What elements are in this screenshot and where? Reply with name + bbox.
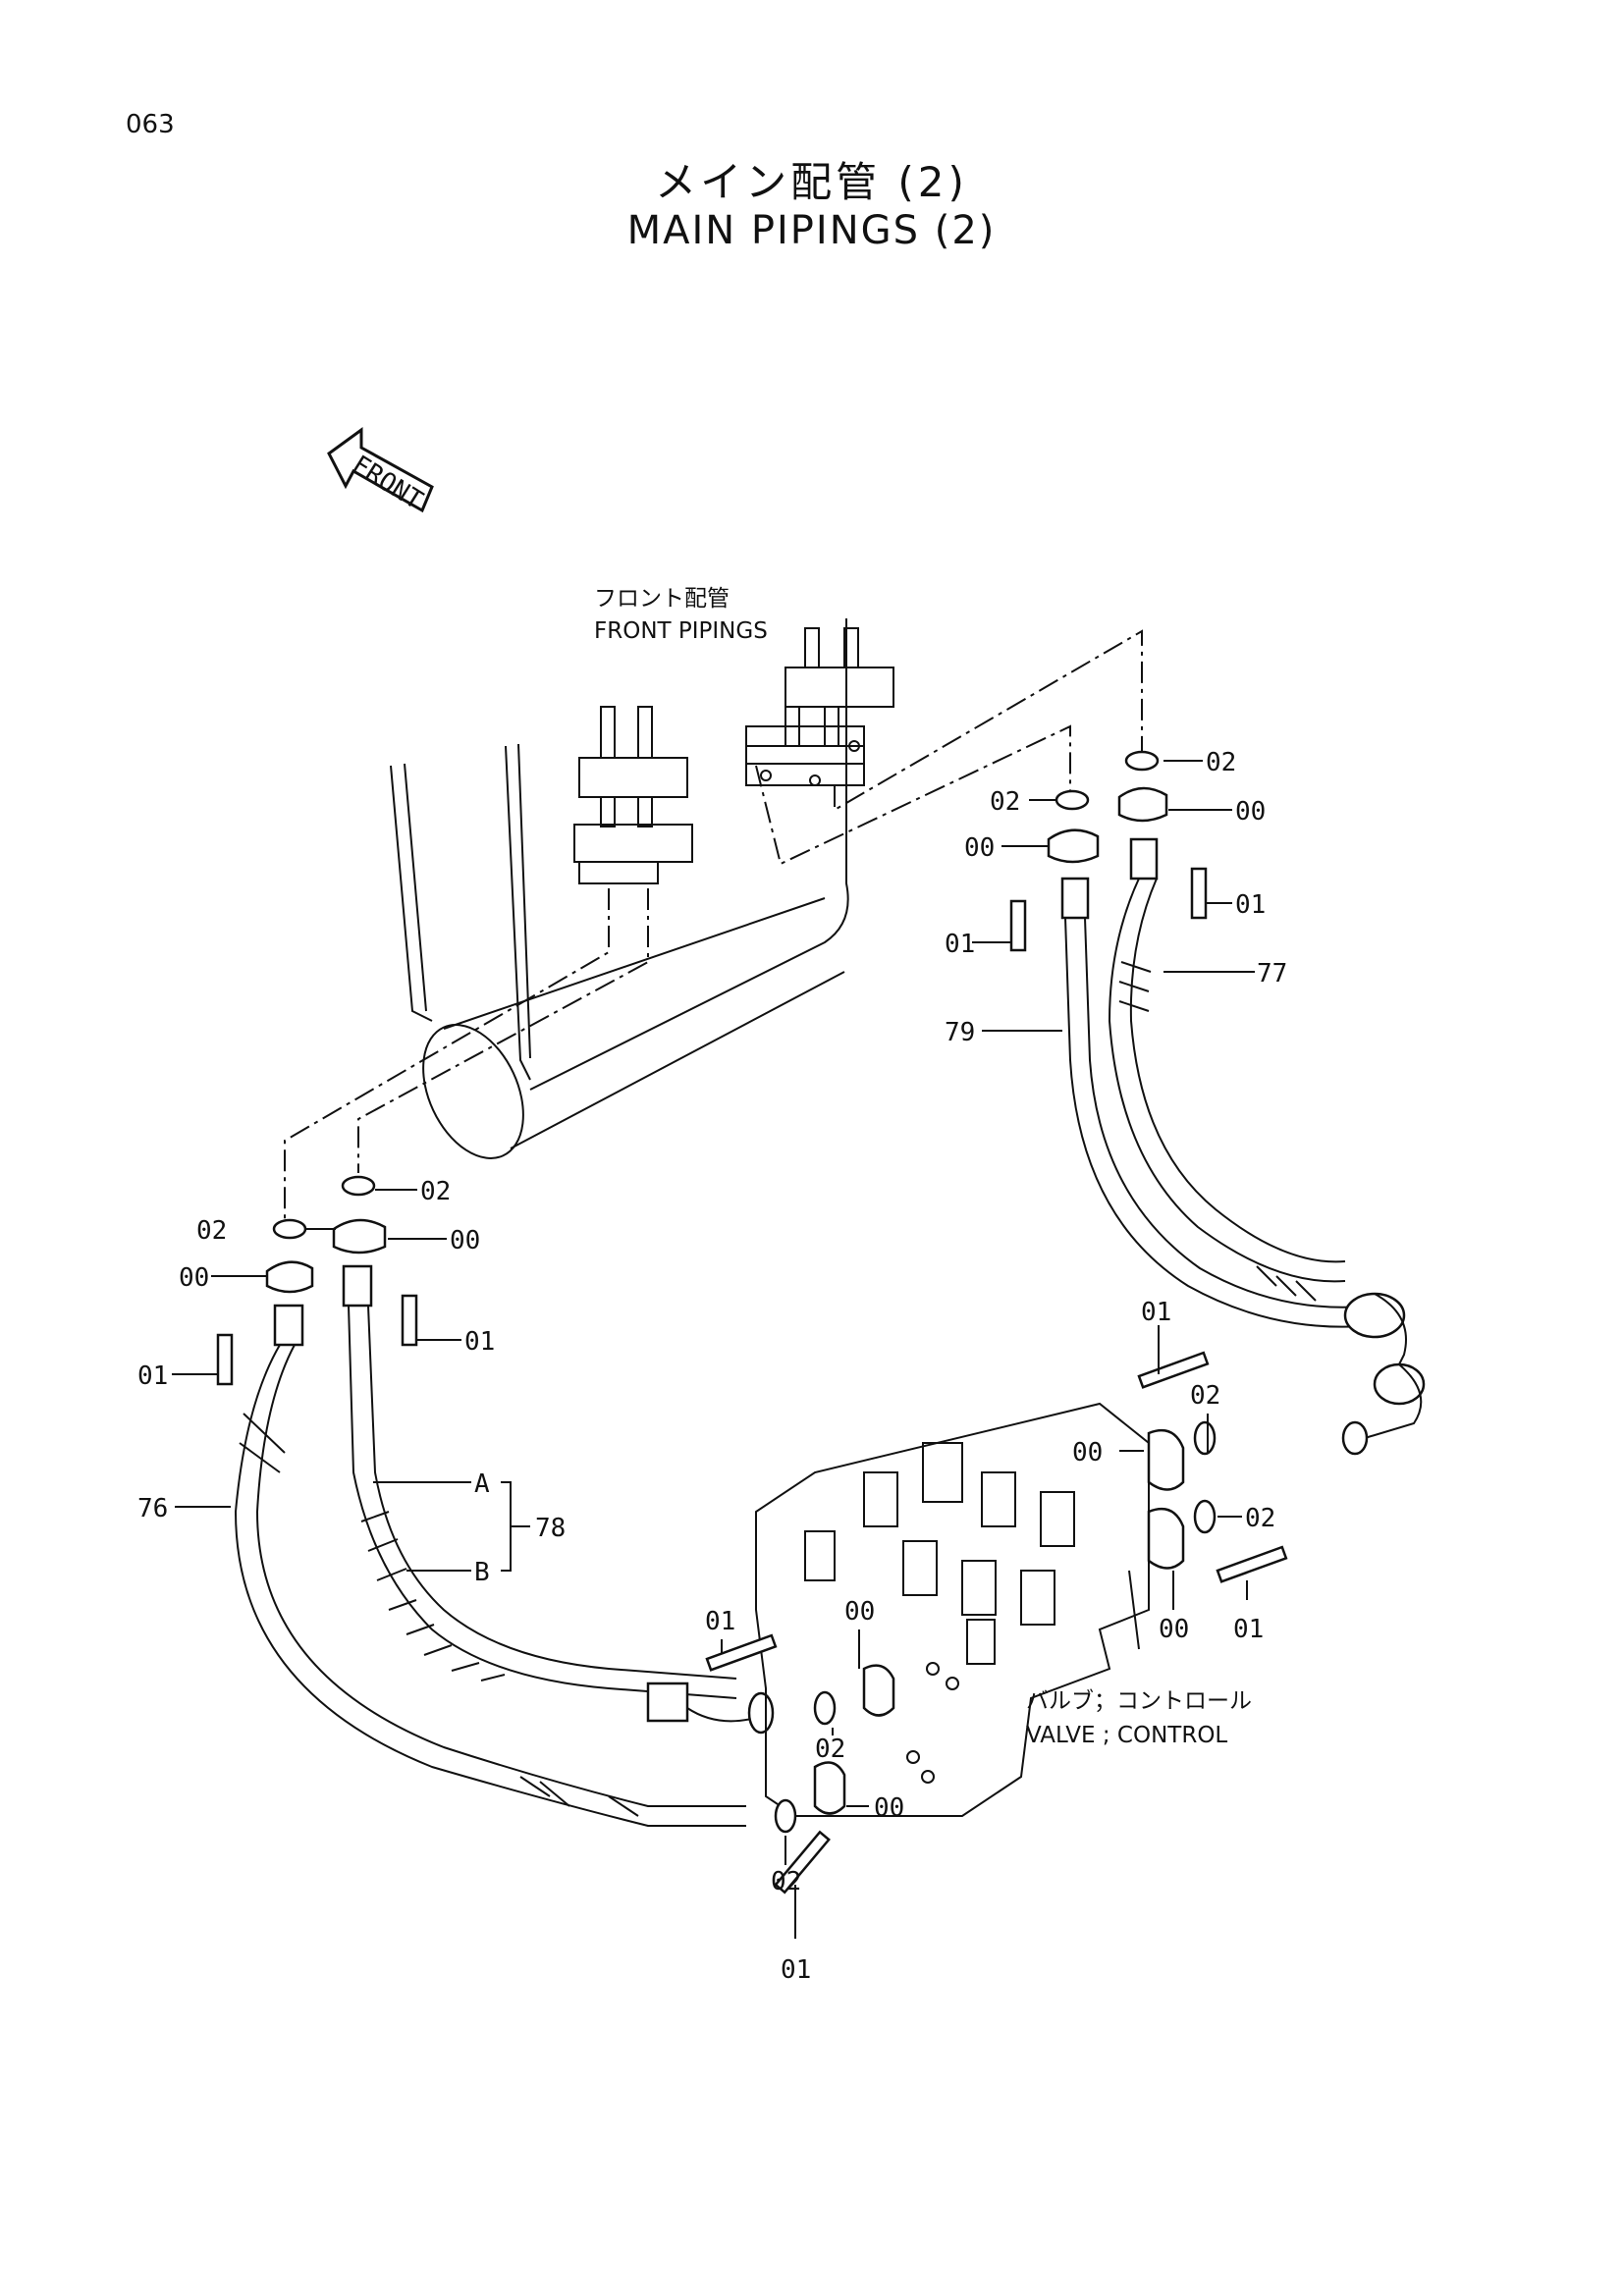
label-00-l1: 00 (450, 1226, 480, 1255)
label-77: 77 (1257, 959, 1287, 988)
front-pipings-jp-label: フロント配管 (594, 586, 730, 612)
label-02-v3: 02 (815, 1735, 845, 1764)
valve-jp-label: バルブ；コントロール (1026, 1688, 1252, 1714)
front-arrow-label: FRONT (347, 450, 428, 515)
label-02-l1: 02 (420, 1177, 451, 1206)
front-pipings-en-label: FRONT PIPINGS (594, 618, 768, 644)
right-fittings (1009, 750, 1208, 952)
page-title-japanese: メイン配管 (2) (655, 158, 968, 206)
label-00-v2: 00 (1159, 1615, 1189, 1644)
label-02-l2: 02 (196, 1216, 227, 1246)
label-00-l2: 00 (179, 1263, 209, 1293)
label-00-v1: 00 (1072, 1438, 1103, 1468)
label-00-v3: 00 (844, 1597, 875, 1627)
label-01-v3: 01 (705, 1607, 735, 1636)
hoses-77-79 (1064, 878, 1426, 1456)
label-00-r2: 00 (964, 833, 995, 863)
label-01-v4: 01 (781, 1955, 811, 1985)
label-01-l2: 01 (137, 1362, 168, 1391)
front-piping-blocks (573, 627, 894, 884)
label-01-r2: 01 (945, 930, 975, 959)
label-02-v2: 02 (1245, 1504, 1275, 1533)
label-02-r1: 02 (1206, 748, 1236, 777)
lower-fittings (705, 1351, 1288, 1895)
label-01-l1: 01 (464, 1327, 495, 1357)
page-number: 063 (126, 110, 175, 139)
hose-76 (234, 1344, 746, 1827)
label-78: 78 (535, 1514, 566, 1543)
boom-frame (390, 618, 849, 1159)
label-02-r2: 02 (990, 787, 1020, 817)
label-02-v1: 02 (1190, 1381, 1220, 1411)
label-01-v2: 01 (1233, 1615, 1264, 1644)
label-hose-end-a: A (474, 1469, 490, 1499)
routing-lines (284, 629, 1143, 1222)
label-00-v4: 00 (874, 1793, 904, 1823)
label-76: 76 (137, 1494, 168, 1523)
label-01-v1: 01 (1141, 1298, 1171, 1327)
part-labels: 02 02 00 00 01 01 77 79 02 02 00 00 01 0… (137, 748, 1287, 1985)
label-02-v4: 02 (771, 1867, 801, 1896)
callout-captions: フロント配管 FRONT PIPINGS バルブ；コントロール VALVE ; … (594, 586, 1252, 1748)
valve-en-label: VALVE ; CONTROL (1026, 1723, 1227, 1748)
leader-lines (172, 760, 1255, 1939)
label-hose-end-b: B (474, 1558, 490, 1587)
front-arrow-icon: FRONT (327, 427, 434, 516)
label-00-r1: 00 (1235, 797, 1266, 827)
label-79: 79 (945, 1018, 975, 1047)
control-valve (755, 1402, 1150, 1817)
page-title-english: MAIN PIPINGS (2) (626, 208, 997, 253)
left-fittings (216, 1175, 418, 1386)
label-01-r1: 01 (1235, 890, 1266, 920)
